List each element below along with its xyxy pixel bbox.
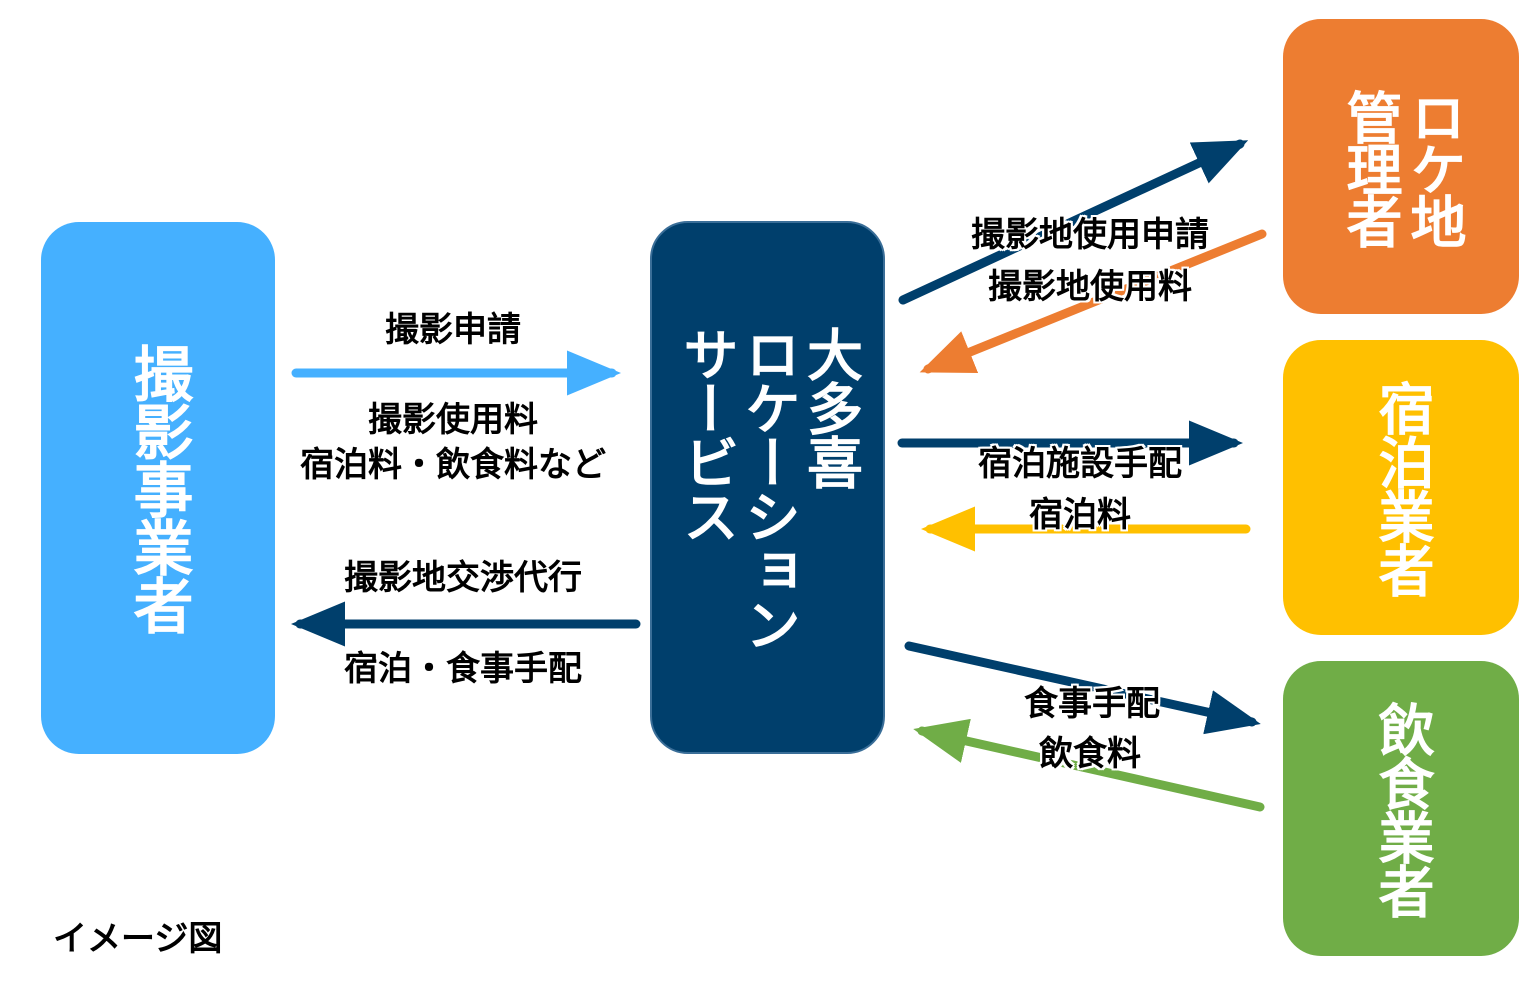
arrow-service-to-food [904,641,1261,735]
label-lodging-meal-arrangement: 宿泊・食事手配 [344,649,582,689]
arrow-location-to-service [919,229,1267,374]
label-lodging-fee: 宿泊料 [1029,495,1131,535]
label-food-fee: 飲食料 [1039,734,1141,774]
entity-shooter: 撮影事業者 [41,222,275,754]
label-lodging-food-fees: 宿泊料・飲食料など [300,445,606,485]
label-location-use-fee: 撮影地使用料 [988,267,1192,307]
label-location-use-application: 撮影地使用申請 [971,215,1209,255]
label-shooting-application: 撮影申請 [385,310,521,350]
entity-location-manager-label: ロケ地 管理者 [1337,88,1466,245]
label-location-negotiation: 撮影地交渉代行 [344,558,582,598]
entity-service-label: 大多喜 ロケーション サービス [673,325,863,650]
caption-image-diagram: イメージ図 [53,919,223,959]
entity-lodging-label: 宿泊業者 [1369,379,1434,596]
entity-food: 飲食業者 [1283,661,1519,956]
arrow-food-to-service [913,718,1265,812]
label-shooting-fee: 撮影使用料 [368,400,538,440]
entity-service: 大多喜 ロケーション サービス [650,221,885,754]
entity-location-manager: ロケ地 管理者 [1283,19,1519,314]
entity-shooter-label: 撮影事業者 [123,343,193,633]
label-meal-arrangement: 食事手配 [1024,684,1160,724]
entity-lodging: 宿泊業者 [1283,340,1519,635]
arrow-service-to-location [898,139,1249,305]
label-lodging-facility-arrangement: 宿泊施設手配 [978,444,1182,484]
entity-food-label: 飲食業者 [1369,700,1434,917]
